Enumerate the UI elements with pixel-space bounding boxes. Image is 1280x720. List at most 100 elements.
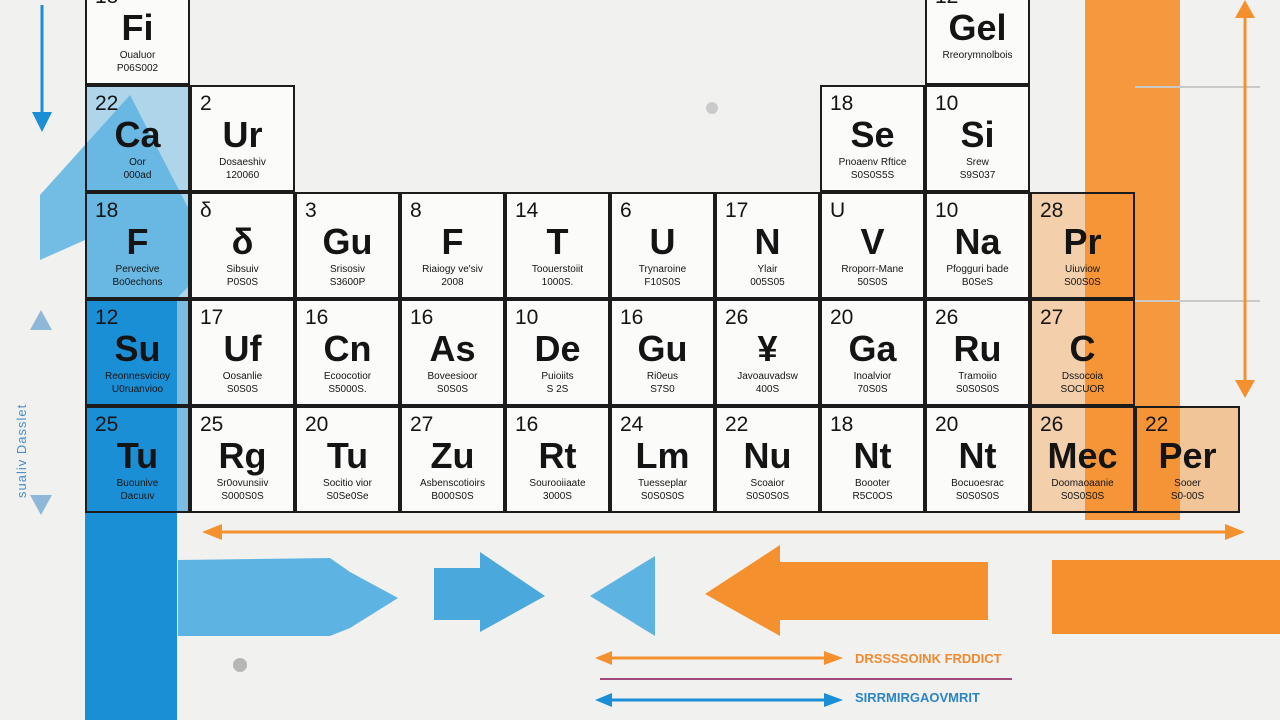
- atomic-number: 18: [95, 0, 118, 7]
- atomic-number: 24: [620, 413, 644, 436]
- element-mass: S0S0S0S: [955, 491, 1000, 502]
- orange-harrow-left-head: [202, 524, 222, 540]
- element-name: Oor: [129, 157, 146, 168]
- element-mass: 50S0S: [857, 277, 888, 288]
- atomic-number: 12: [95, 306, 119, 329]
- element-name: Ecoocotior: [323, 371, 372, 382]
- element-mass: S0-00S: [1170, 491, 1205, 502]
- element-mass: 400S: [755, 384, 780, 395]
- element-symbol: ¥: [757, 328, 778, 369]
- element-mass: 000ad: [123, 170, 152, 181]
- big-light-blue-right-arrow: [178, 558, 398, 636]
- element-mass: 120060: [225, 170, 260, 181]
- element-symbol: Rg: [218, 435, 267, 476]
- element-symbol: Tu: [326, 435, 369, 476]
- atomic-number: 16: [305, 306, 329, 329]
- atomic-number: 20: [305, 413, 329, 436]
- atomic-number: 25: [95, 413, 119, 436]
- element-name: Socitio vior: [323, 478, 372, 489]
- atomic-number: 26: [725, 306, 749, 329]
- element-name: Pervecive: [115, 264, 160, 275]
- atomic-number: 16: [410, 306, 434, 329]
- element-mass: 3000S: [543, 491, 572, 502]
- element-mass: Dacuuv: [120, 491, 155, 502]
- atomic-number: δ: [200, 199, 212, 222]
- atomic-number: 26: [1040, 413, 1064, 436]
- element-mass: S000S0S: [221, 491, 264, 502]
- atomic-number: 20: [935, 413, 959, 436]
- element-name: Pfogguri bade: [946, 264, 1009, 275]
- atomic-number: 26: [935, 306, 959, 329]
- element-name: Inoalvior: [853, 371, 892, 382]
- element-name: Puioiits: [541, 371, 574, 382]
- element-mass: S0S0S0S: [955, 384, 1000, 395]
- element-symbol: Nt: [853, 435, 892, 476]
- element-symbol: Rt: [538, 435, 577, 476]
- element-name: Rreorymnolbois: [942, 50, 1013, 61]
- element-name: Sibsuiv: [226, 264, 259, 275]
- atomic-number: 27: [1040, 306, 1064, 329]
- element-name: Asbenscotioirs: [419, 478, 486, 489]
- element-mass: F10S0S: [644, 277, 681, 288]
- element-name: Oosanlie: [222, 371, 263, 382]
- orange-right-block: [1052, 560, 1280, 634]
- thin-guide-line-2: [1135, 300, 1260, 302]
- atomic-number: 25: [200, 413, 224, 436]
- element-symbol: Ca: [114, 114, 161, 155]
- element-symbol: Ru: [953, 328, 1002, 369]
- element-name: Dosaeshiv: [219, 157, 266, 168]
- element-name: Sooer: [1174, 478, 1201, 489]
- blue-left-triangle: [590, 556, 655, 636]
- element-symbol: As: [429, 328, 476, 369]
- element-mass: S0S0S: [436, 384, 469, 395]
- atomic-number: U: [830, 199, 846, 222]
- element-symbol: Lm: [635, 435, 690, 476]
- blue-right-arrow: [434, 552, 545, 632]
- element-symbol: N: [754, 221, 781, 262]
- element-cell: 12GelRreorymnolbois: [925, 0, 1030, 85]
- element-name: Dssocoia: [1061, 371, 1104, 382]
- element-name: Ylair: [757, 264, 778, 275]
- atomic-number: 12: [935, 0, 958, 7]
- element-mass: S00S0S: [1064, 277, 1101, 288]
- element-symbol: U: [649, 221, 676, 262]
- smudge-dot: [233, 658, 247, 672]
- element-mass: 1000S.: [541, 277, 574, 288]
- element-symbol: Tu: [116, 435, 159, 476]
- atomic-number: 16: [620, 306, 644, 329]
- element-symbol: T: [546, 221, 569, 262]
- orange-arrow-head-top: [1235, 0, 1255, 18]
- element-name: Doomaoaanie: [1051, 478, 1114, 489]
- blue-down-arrow-head: [32, 112, 52, 132]
- element-name: Boooter: [854, 478, 891, 489]
- orange-arrow-head-bottom: [1235, 380, 1255, 398]
- legend-blue-arrow-head-left: [595, 693, 612, 707]
- blue-up-arrow-shape: [40, 95, 215, 300]
- atomic-number: 17: [725, 199, 749, 222]
- orange-harrow-right-head: [1225, 524, 1245, 540]
- element-mass: Bo0echons: [112, 277, 163, 288]
- atomic-number: 20: [830, 306, 854, 329]
- element-name: Ri0eus: [646, 371, 679, 382]
- element-name: Riaiogy ve'siv: [422, 264, 483, 275]
- element-name: Sourooiiaate: [529, 478, 586, 489]
- element-mass: 70S0S: [857, 384, 888, 395]
- element-symbol: Su: [114, 328, 161, 369]
- element-mass: R5C0OS: [852, 491, 893, 502]
